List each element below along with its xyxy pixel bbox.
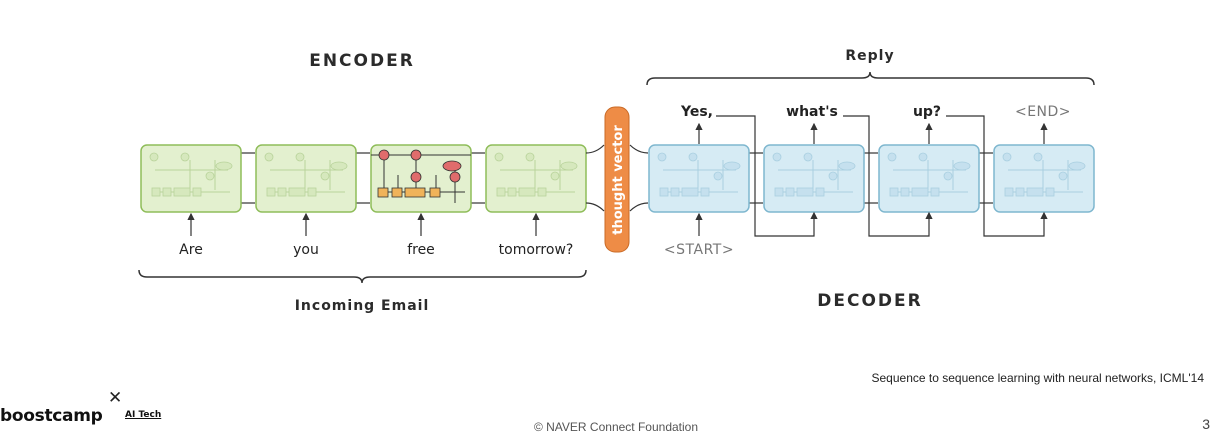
output-word-4: <END> [1015,104,1071,120]
citation: Sequence to sequence learning with neura… [871,371,1205,385]
decoder-title: DECODER [817,291,922,311]
page-number: 3 [1202,416,1210,432]
output-word-2: what's [786,104,838,120]
thought-vector-label: thought vector [611,125,626,235]
thought-vector-block: thought vector [604,106,630,253]
encoder-cell-4 [485,144,587,213]
tv-to-dec-top [629,144,649,154]
output-word-1: Yes, [680,104,713,120]
tv-to-dec-bottom [629,202,649,212]
close-mark-icon: ✕ [108,388,123,408]
reply-label: Reply [845,48,894,64]
input-word-2: you [293,242,319,258]
encoder-cell-2 [255,144,357,213]
input-word-4: tomorrow? [499,242,574,258]
boostcamp-logo: ✕ boostcamp AI Tech [0,388,170,428]
output-word-3: up? [913,104,941,120]
feedback-loop-3 [946,115,1048,237]
decoder-cell-2 [763,144,865,213]
enc-to-tv-bottom [585,202,605,212]
input-word-1: Are [179,242,203,258]
input-word-3: free [407,242,435,258]
decoder-cell-3 [878,144,980,213]
incoming-email-label: Incoming Email [295,298,430,314]
logo-subtitle: AI Tech [125,410,162,420]
enc-to-tv-top [585,144,605,154]
encoder-cell-3-detailed [370,144,472,213]
feedback-loop-1 [716,115,818,237]
incoming-email-brace [138,269,587,284]
decoder-cell-1 [648,144,750,213]
encoder-title: ENCODER [309,51,415,71]
start-token: <START> [664,242,734,258]
feedback-loop-2 [843,115,933,237]
copyright-footer: © NAVER Connect Foundation [533,420,699,434]
logo-wordmark: boostcamp [0,406,103,426]
reply-brace [646,71,1095,86]
encoder-cell-1 [140,144,242,213]
decoder-cell-4 [993,144,1095,213]
